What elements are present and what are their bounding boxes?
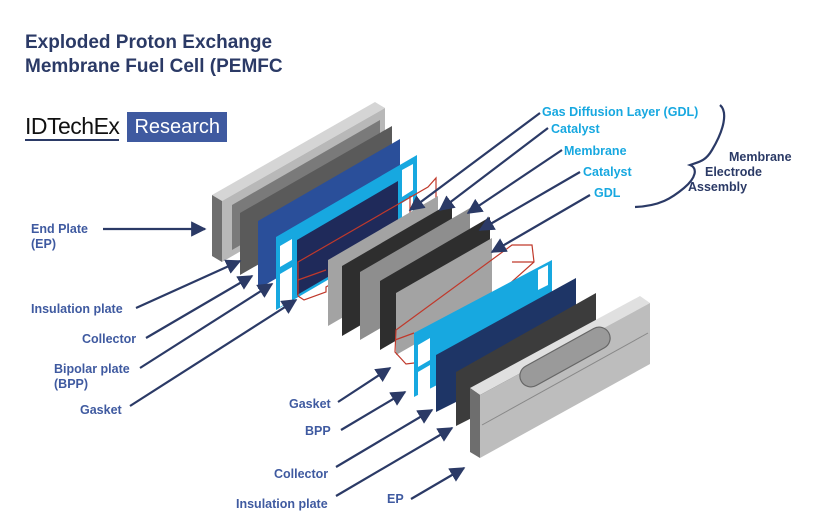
arrow-gasket: [129, 299, 298, 407]
idtechex-logo: IDTechEx Research: [25, 112, 228, 142]
arrow-gdl-bottom: [490, 194, 591, 253]
logo-research-tag: Research: [127, 112, 228, 142]
mea-arrows: [408, 112, 591, 253]
label-catalyst-top: Catalyst: [551, 122, 600, 136]
label-catalyst-bottom: Catalyst: [583, 165, 632, 179]
arrow-insulation-plate: [135, 259, 242, 310]
label-right-ep: EP: [387, 492, 404, 506]
logo-brand: IDTechEx: [25, 113, 120, 141]
label-right-bpp: BPP: [305, 424, 331, 438]
mea-brace: [634, 104, 726, 209]
gdl-bottom-layer: [396, 238, 492, 355]
arrow-catalyst-top: [438, 127, 549, 211]
arrow-catalyst-bottom: [478, 171, 581, 231]
right-end-plate: [470, 296, 650, 458]
arrow-collector: [145, 275, 254, 339]
arrow-right-insulation-plate: [335, 427, 454, 497]
title-line-1: Exploded Proton Exchange: [25, 32, 273, 53]
arrow-right-ep: [410, 467, 466, 500]
label-right-insulation-plate: Insulation plate: [236, 497, 328, 511]
arrow-right-bpp: [340, 391, 407, 431]
label-gdl-bottom: GDL: [594, 186, 621, 200]
label-gasket: Gasket: [80, 403, 122, 417]
label-end-plate: End Plate (EP): [31, 222, 88, 251]
left-bipolar-plate: [276, 155, 417, 310]
left-arrows: [103, 221, 298, 407]
arrow-right-gasket: [337, 367, 392, 403]
arrow-gdl-top: [408, 112, 541, 211]
label-gdl-top: Gas Diffusion Layer (GDL): [542, 105, 699, 119]
label-bipolar-plate: Bipolar plate (BPP): [54, 362, 130, 391]
label-membrane: Membrane: [564, 144, 627, 158]
label-insulation-plate: Insulation plate: [31, 302, 123, 316]
title-line-2: Membrane Fuel Cell (PEMFC: [25, 56, 283, 77]
arrow-right-collector: [335, 409, 434, 468]
label-right-gasket: Gasket: [289, 397, 331, 411]
right-arrows: [335, 367, 466, 500]
arrow-membrane: [466, 149, 563, 214]
arrow-bipolar-plate: [139, 283, 274, 369]
label-mea-group: Membrane Electrode Assembly: [688, 150, 792, 194]
diagram-title: Exploded Proton Exchange Membrane Fuel C…: [25, 31, 283, 79]
label-collector: Collector: [82, 332, 137, 346]
label-right-collector: Collector: [274, 467, 329, 481]
